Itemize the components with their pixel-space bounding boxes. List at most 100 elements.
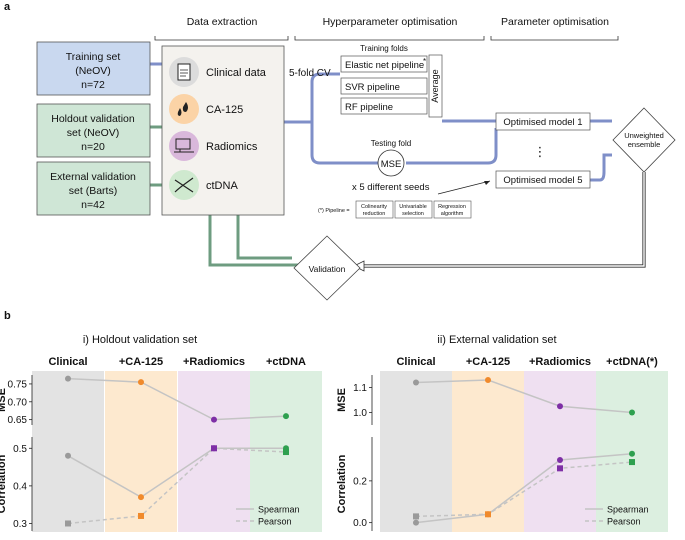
pipeline-step-regression: Regression algorithm xyxy=(433,200,472,219)
seeds-arrow xyxy=(437,180,491,195)
data-point xyxy=(211,416,217,423)
y-tick-label: 0.2 xyxy=(353,476,367,487)
y-axis-label: MSE xyxy=(336,388,348,412)
data-point xyxy=(138,379,144,386)
series-line xyxy=(67,447,287,525)
validation-diamond: Validation xyxy=(293,235,361,301)
svg-text:Training set: Training set xyxy=(66,51,121,63)
clinical-data-item: Clinical data xyxy=(169,57,267,87)
data-point xyxy=(557,403,563,410)
category-band xyxy=(32,371,104,532)
svg-text:set (NeOV): set (NeOV) xyxy=(67,127,120,139)
data-point xyxy=(138,494,144,501)
y-axis-label: Correlation xyxy=(336,454,348,513)
data-point xyxy=(485,511,491,518)
green-connectors xyxy=(150,125,300,267)
y-tick-label: 0.70 xyxy=(8,397,28,408)
training-folds-label: Training folds xyxy=(360,44,408,53)
section-parameter: Parameter optimisation xyxy=(501,16,609,28)
chart-external: ii) External validation setClinical+CA-1… xyxy=(336,334,668,532)
category-label: +Radiomics xyxy=(183,356,245,368)
category-label: +ctDNA xyxy=(266,356,306,368)
y-axis-label: MSE xyxy=(0,388,8,412)
y-axis-label: Correlation xyxy=(0,454,8,513)
chart-title: ii) External validation set xyxy=(437,334,556,346)
y-tick-label: 0.65 xyxy=(8,415,28,426)
pipeline-elastic-net: Elastic net pipeline * xyxy=(340,55,428,73)
data-point xyxy=(629,459,635,466)
data-point xyxy=(138,512,144,519)
data-point xyxy=(283,413,289,420)
scanner-icon xyxy=(169,131,199,161)
data-point xyxy=(65,452,71,459)
y-tick-label: 0.75 xyxy=(8,379,28,390)
data-point xyxy=(557,465,563,472)
svg-text:Optimised model 5: Optimised model 5 xyxy=(503,175,582,186)
cv-label: 5-fold CV xyxy=(289,68,331,79)
legend-label-pearson: Pearson xyxy=(258,517,292,527)
chart-holdout: i) Holdout validation setClinical+CA-125… xyxy=(0,334,322,532)
svg-text:RF pipeline: RF pipeline xyxy=(345,102,393,113)
return-arrow-inner xyxy=(362,172,645,267)
svg-text:SVR pipeline: SVR pipeline xyxy=(345,82,400,93)
category-band xyxy=(178,371,250,532)
data-point xyxy=(413,519,419,526)
data-point xyxy=(557,456,563,463)
svg-text:ensemble: ensemble xyxy=(628,140,661,149)
y-tick-label: 1.0 xyxy=(353,408,367,419)
section-headers xyxy=(154,36,619,41)
series-line xyxy=(415,379,633,414)
category-label: +CA-125 xyxy=(466,356,510,368)
pipeline-note: (*) Pipeline = xyxy=(318,208,350,214)
external-set-box: External validation set (Barts) n=42 xyxy=(36,161,151,216)
series-line xyxy=(415,452,633,524)
svg-text:(NeOV): (NeOV) xyxy=(75,65,111,77)
average-box: Average xyxy=(428,54,443,118)
svg-text:selection: selection xyxy=(402,211,424,217)
svg-text:*: * xyxy=(423,57,426,66)
svg-text:Univariable: Univariable xyxy=(399,204,427,210)
svg-text:reduction: reduction xyxy=(363,211,386,217)
svg-text:Regression: Regression xyxy=(438,204,466,210)
svg-text:Holdout validation: Holdout validation xyxy=(51,113,135,125)
svg-text:set (Barts): set (Barts) xyxy=(69,185,117,197)
svg-text:ctDNA: ctDNA xyxy=(206,180,238,192)
vertical-ellipsis: ⋮ xyxy=(534,144,547,159)
category-label: Clinical xyxy=(48,356,87,368)
category-label: +CA-125 xyxy=(119,356,163,368)
pipeline-svr: SVR pipeline xyxy=(340,77,428,95)
holdout-set-box: Holdout validation set (NeOV) n=20 xyxy=(36,103,151,158)
y-tick-label: 0.5 xyxy=(13,444,27,455)
seeds-arrowhead xyxy=(484,181,490,185)
svg-text:n=20: n=20 xyxy=(81,141,105,153)
radiomics-item: Radiomics xyxy=(169,131,258,161)
svg-text:Unweighted: Unweighted xyxy=(624,131,664,140)
pipeline-step-univariable: Univariable selection xyxy=(394,200,433,219)
section-data-extraction: Data extraction xyxy=(187,16,258,28)
y-tick-label: 1.1 xyxy=(353,383,367,394)
svg-text:Optimised model 1: Optimised model 1 xyxy=(503,117,582,128)
mse-node: MSE xyxy=(377,149,405,177)
svg-text:Elastic net pipeline: Elastic net pipeline xyxy=(345,60,424,71)
category-label: +Radiomics xyxy=(529,356,591,368)
seeds-label: x 5 different seeds xyxy=(352,182,430,193)
data-point xyxy=(413,513,419,520)
category-band xyxy=(524,371,596,532)
series-line xyxy=(67,377,287,421)
panel-a-label: a xyxy=(4,1,11,13)
category-band xyxy=(452,371,524,532)
optimised-model-1: Optimised model 1 xyxy=(495,112,591,131)
training-set-box: Training set (NeOV) n=72 xyxy=(36,41,151,96)
panel-b-label: b xyxy=(4,310,11,322)
svg-text:Colinearity: Colinearity xyxy=(361,204,387,210)
svg-text:n=72: n=72 xyxy=(81,79,105,91)
category-label: +ctDNA(*) xyxy=(606,356,658,368)
legend-label-spearman: Spearman xyxy=(607,505,649,515)
pipeline-rf: RF pipeline xyxy=(340,97,428,115)
data-point xyxy=(629,450,635,457)
section-hyperparameter: Hyperparameter optimisation xyxy=(323,16,458,28)
data-point xyxy=(413,379,419,386)
data-point xyxy=(283,449,289,456)
y-tick-label: 0.3 xyxy=(13,519,27,530)
